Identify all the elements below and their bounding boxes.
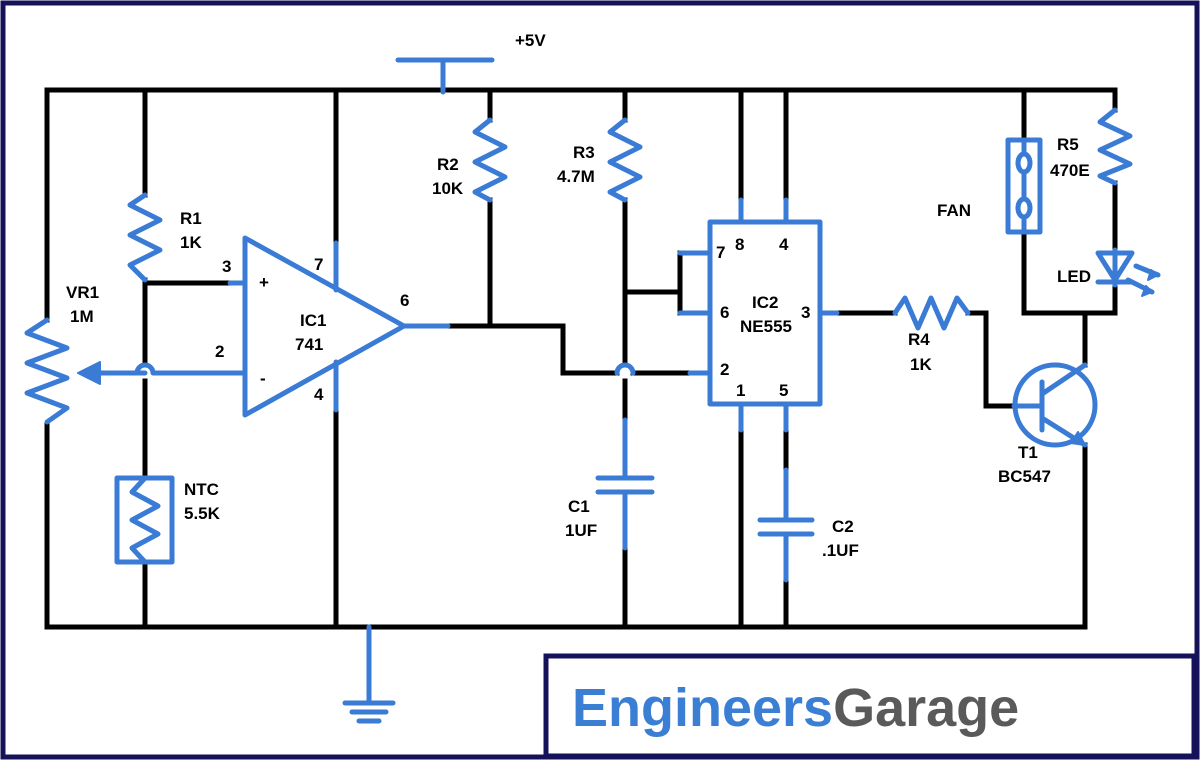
t1-value: BC547 <box>998 467 1051 486</box>
r2-name: R2 <box>437 155 459 174</box>
ic1-name: IC1 <box>300 311 326 330</box>
t1-name: T1 <box>1018 443 1038 462</box>
brand-box <box>543 653 1197 759</box>
ic1-minus: - <box>260 369 266 388</box>
r5-resistor <box>1097 107 1133 186</box>
ic1-value: 741 <box>295 335 323 354</box>
r4-name: R4 <box>908 330 930 349</box>
ic1-opamp <box>227 235 451 418</box>
r3-value: 4.7M <box>557 167 595 186</box>
r1-name: R1 <box>180 209 202 228</box>
fan-label: FAN <box>937 201 971 220</box>
c1-value: 1UF <box>565 521 597 540</box>
supply-label: +5V <box>515 31 546 50</box>
brand-logo: EngineersGarage <box>572 678 1019 738</box>
c2-value: .1UF <box>822 541 859 560</box>
brand-part1: Engineers <box>572 678 833 738</box>
r5-name: R5 <box>1057 135 1079 154</box>
ic2-555-timer <box>677 197 840 433</box>
ic1-pin3: 3 <box>222 257 231 276</box>
ic1-pin7: 7 <box>314 255 323 274</box>
c2-name: C2 <box>832 517 854 536</box>
c2-capacitor <box>757 467 815 583</box>
ground-symbol <box>342 624 396 724</box>
ic2-pin6: 6 <box>720 303 729 322</box>
ntc-name: NTC <box>184 480 219 499</box>
t1-transistor <box>1011 362 1098 448</box>
led <box>1095 247 1161 295</box>
ntc-value: 5.5K <box>184 504 221 523</box>
ic2-pin7: 7 <box>716 243 725 262</box>
ic2-name: IC2 <box>752 293 778 312</box>
supply-terminal <box>395 57 495 95</box>
ic2-pin5: 5 <box>779 381 788 400</box>
ntc-thermistor <box>114 475 175 565</box>
r2-value: 10K <box>432 179 464 198</box>
fan <box>1005 137 1043 235</box>
r5-value: 470E <box>1050 161 1090 180</box>
r4-value: 1K <box>910 355 932 374</box>
ic2-pin3: 3 <box>801 303 810 322</box>
ic2-value: NE555 <box>740 317 792 336</box>
wires <box>44 87 1118 630</box>
c1-name: C1 <box>568 497 590 516</box>
r2-resistor <box>472 117 508 203</box>
t1-emitter-arrow-icon <box>1070 431 1086 446</box>
r4-resistor <box>892 295 971 331</box>
led-label: LED <box>1057 267 1091 286</box>
vr1-wiper-wire <box>92 362 248 376</box>
r1-value: 1K <box>180 233 202 252</box>
r3-resistor <box>607 117 643 203</box>
vr1-value: 1M <box>70 307 94 326</box>
vr1-name: VR1 <box>66 283 99 302</box>
ic2-pin1: 1 <box>736 381 745 400</box>
ic2-pin2: 2 <box>720 360 729 379</box>
ic1-pin6: 6 <box>400 291 409 310</box>
ic1-plus: + <box>259 273 269 292</box>
led-emission-arrow-icon <box>1141 285 1153 297</box>
led-emission-arrow-icon <box>1147 269 1159 281</box>
ic2-pin4: 4 <box>779 235 789 254</box>
ic1-pin4: 4 <box>314 385 324 404</box>
ic1-pin2: 2 <box>215 342 224 361</box>
brand-part2: Garage <box>833 678 1019 738</box>
r1-resistor <box>127 192 163 283</box>
c1-capacitor <box>595 417 655 551</box>
ic2-pin8: 8 <box>735 235 744 254</box>
wire-crossing <box>614 362 636 376</box>
r3-name: R3 <box>573 143 595 162</box>
